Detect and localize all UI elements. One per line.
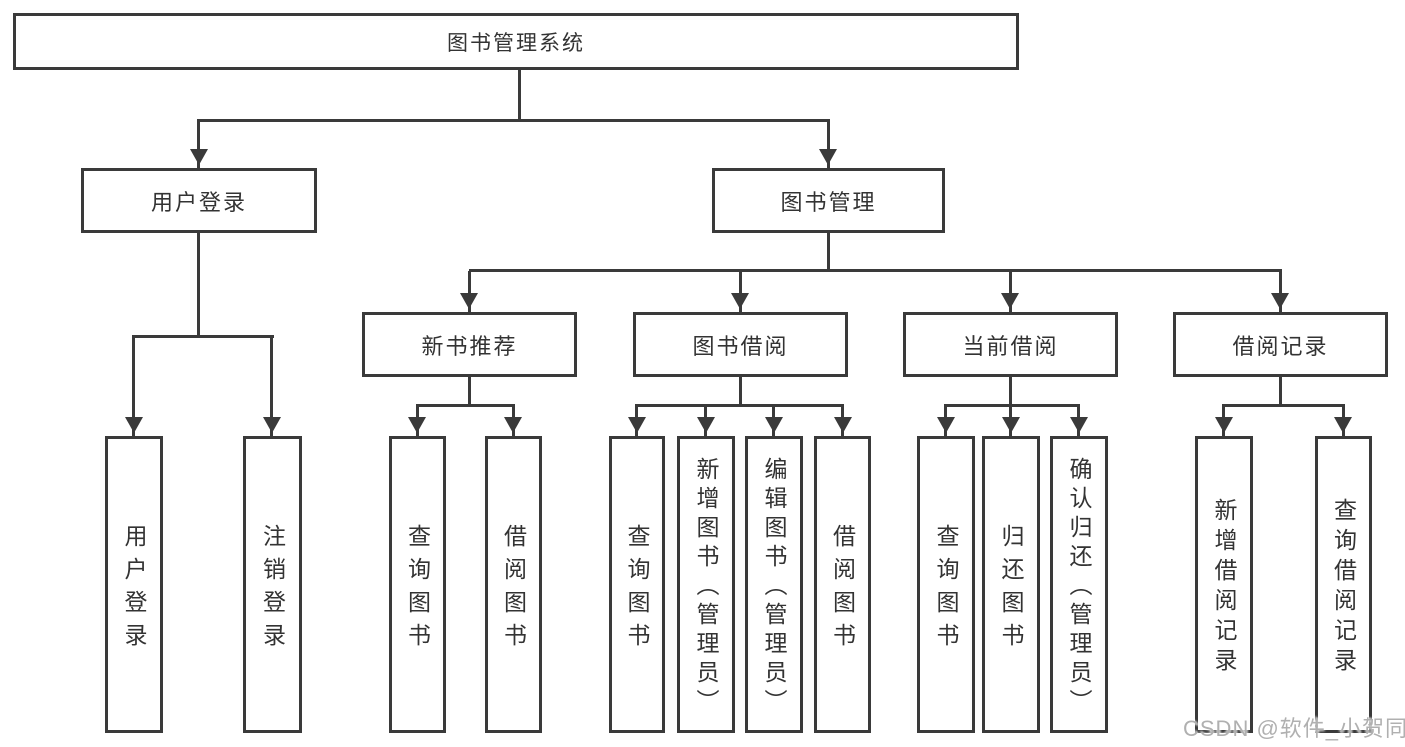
node-new-book-recommendation: 新书推荐 (362, 312, 577, 377)
node-label: 编辑图书（管理员） (761, 457, 787, 718)
arrowhead-icon (834, 417, 852, 433)
arrowhead-icon (731, 293, 749, 309)
arrowhead-icon (1215, 417, 1233, 433)
connector-line (197, 119, 830, 122)
leaf-query-borrow-record: 查询借阅记录 (1315, 436, 1372, 733)
node-label: 查询图书 (404, 523, 431, 656)
arrowhead-icon (765, 417, 783, 433)
node-label: 用户登录 (150, 189, 247, 215)
arrowhead-icon (819, 149, 837, 165)
arrowhead-icon (504, 417, 522, 433)
node-borrowing-records: 借阅记录 (1173, 312, 1388, 377)
connector-line (469, 269, 1282, 272)
node-label: 新增借阅记录 (1211, 498, 1237, 678)
node-label: 借阅记录 (1232, 333, 1329, 359)
arrowhead-icon (125, 417, 143, 433)
connector-line (827, 233, 830, 271)
node-label: 注销登录 (259, 523, 286, 656)
node-label: 新书推荐 (421, 333, 518, 359)
connector-line (1279, 271, 1282, 312)
node-label: 当前借阅 (962, 333, 1059, 359)
connector-line (518, 70, 521, 120)
leaf-query-books-2: 查询图书 (609, 436, 665, 733)
node-label: 借阅图书 (500, 523, 527, 656)
connector-line (739, 377, 742, 405)
arrowhead-icon (937, 417, 955, 433)
node-user-login: 用户登录 (81, 168, 317, 233)
node-label: 查询图书 (933, 523, 959, 656)
connector-line (416, 404, 515, 407)
connector-line (1279, 377, 1282, 405)
leaf-query-books-1: 查询图书 (389, 436, 446, 733)
arrowhead-icon (1001, 293, 1019, 309)
leaf-confirm-return-admin: 确认归还（管理员） (1050, 436, 1108, 733)
node-book-borrowing: 图书借阅 (633, 312, 848, 377)
connector-line (468, 377, 471, 405)
node-label: 用户登录 (121, 523, 147, 656)
connector-line (197, 121, 200, 168)
connector-line (197, 233, 200, 336)
node-label: 查询借阅记录 (1330, 498, 1357, 678)
node-book-management: 图书管理 (712, 168, 945, 233)
watermark: CSDN @软件_小贺同学 (1183, 716, 1405, 741)
arrowhead-icon (190, 149, 208, 165)
arrowhead-icon (1334, 417, 1352, 433)
leaf-logout: 注销登录 (243, 436, 302, 733)
arrowhead-icon (628, 417, 646, 433)
leaf-borrow-books-1: 借阅图书 (485, 436, 542, 733)
arrowhead-icon (1070, 417, 1088, 433)
arrowhead-icon (408, 417, 426, 433)
connector-line (739, 271, 742, 312)
leaf-add-book-admin: 新增图书（管理员） (677, 436, 735, 733)
node-library-management-system: 图书管理系统 (13, 13, 1019, 70)
leaf-return-books: 归还图书 (982, 436, 1040, 733)
node-current-borrowing: 当前借阅 (903, 312, 1118, 377)
leaf-add-borrow-record: 新增借阅记录 (1195, 436, 1253, 733)
leaf-edit-book-admin: 编辑图书（管理员） (745, 436, 803, 733)
node-label: 确认归还（管理员） (1066, 457, 1092, 718)
connector-line (468, 271, 471, 312)
node-label: 借阅图书 (829, 523, 856, 656)
node-label: 新增图书（管理员） (693, 457, 719, 718)
node-label: 查询图书 (624, 523, 650, 656)
connector-line (1009, 271, 1012, 312)
connector-line (827, 121, 830, 168)
arrowhead-icon (1002, 417, 1020, 433)
leaf-query-books-3: 查询图书 (917, 436, 975, 733)
connector-line (132, 337, 135, 436)
connector-line (1009, 377, 1012, 405)
arrowhead-icon (1271, 293, 1289, 309)
node-label: 图书借阅 (692, 333, 789, 359)
arrowhead-icon (697, 417, 715, 433)
node-label: 图书管理系统 (447, 31, 585, 55)
leaf-user-login: 用户登录 (105, 436, 163, 733)
connector-line (270, 337, 273, 436)
node-label: 归还图书 (998, 523, 1024, 656)
node-label: 图书管理 (780, 189, 877, 215)
connector-line (1222, 404, 1345, 407)
connector-line (944, 404, 1080, 407)
connector-line (132, 335, 274, 338)
connector-line (635, 404, 844, 407)
arrowhead-icon (460, 293, 478, 309)
arrowhead-icon (263, 417, 281, 433)
leaf-borrow-books-2: 借阅图书 (814, 436, 871, 733)
